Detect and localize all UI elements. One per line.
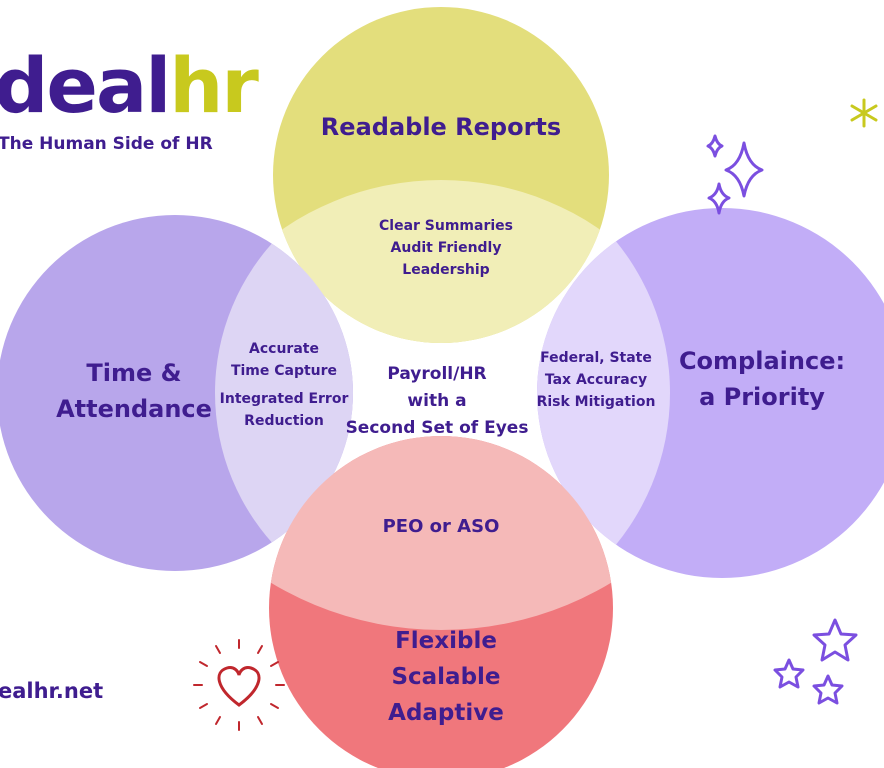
top-overlap-text: Clear Summaries Audit Friendly Leadershi… (379, 218, 513, 278)
star-outline-icon (773, 618, 858, 705)
website-url: ealhr.net (0, 679, 104, 703)
right-overlap-text: Federal, State Tax Accuracy Risk Mitigat… (536, 350, 656, 410)
left-circle-title: Time & Attendance (56, 359, 212, 423)
dealhr-logo: dealhr (0, 41, 259, 130)
heart-icon (193, 639, 285, 731)
diamond-star-icon (706, 134, 764, 215)
bottom-overlap-label: PEO or ASO (382, 516, 500, 537)
center-label: Payroll/HR with a Second Set of Eyes (345, 364, 529, 438)
bottom-circle-title: Flexible Scalable Adaptive (388, 628, 504, 726)
sparkle-icon (850, 98, 878, 128)
right-circle-title: Complaince: a Priority (678, 347, 846, 411)
tagline: The Human Side of HR (0, 134, 213, 154)
left-overlap-text: Accurate Time Capture Integrated Error R… (219, 341, 349, 429)
top-circle-title: Readable Reports (320, 113, 562, 141)
